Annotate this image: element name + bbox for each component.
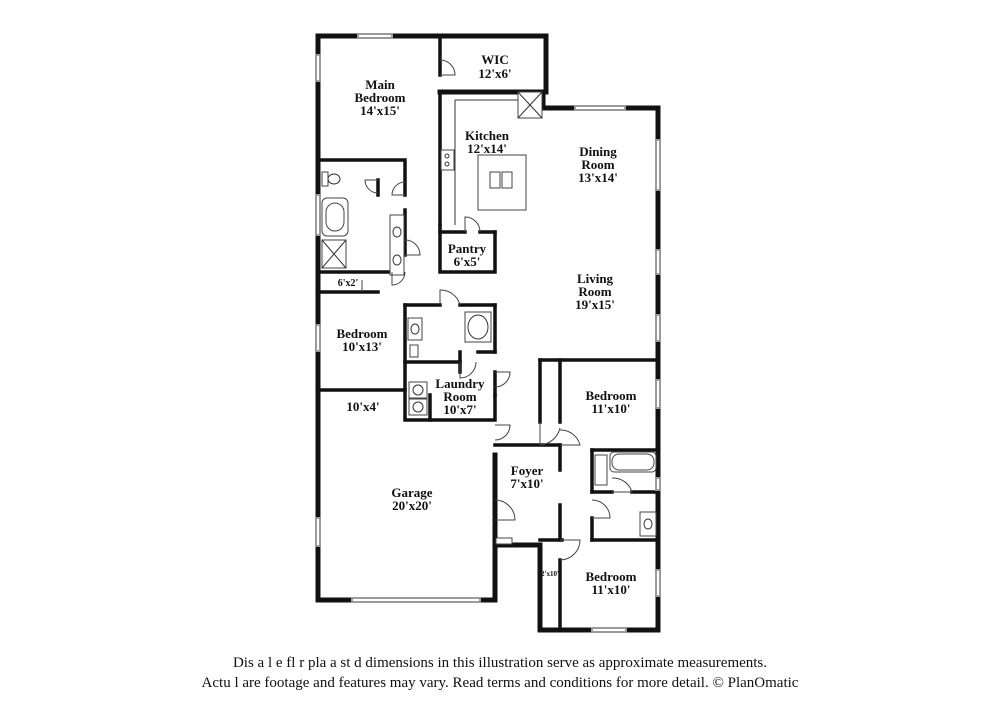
interior-walls	[316, 34, 660, 632]
pantry-name: Pantry	[448, 241, 487, 256]
bedroom-left-dim: 10'x13'	[342, 339, 382, 354]
main-bedroom-name-2: Bedroom	[354, 90, 405, 105]
living-name-1: Living	[577, 271, 614, 286]
laundry-name-2: Room	[443, 389, 476, 404]
bedroom-right-lower-name: Bedroom	[585, 569, 636, 584]
closet-small-dim: 6'x2'	[338, 278, 359, 289]
wic-dim: 12'x6'	[478, 66, 511, 81]
main-bedroom-dim: 14'x15'	[360, 103, 400, 118]
disclaimer-line-2: Actu l are footage and features may vary…	[201, 675, 799, 691]
garage-name: Garage	[391, 485, 432, 500]
bedroom-right-lower-dim: 11'x10'	[591, 582, 630, 597]
disclaimer-line-1: Dis a l e fl r pla a st d dimensions in …	[232, 655, 768, 671]
storage-dim: 10'x4'	[346, 399, 379, 414]
foyer-dim: 7'x10'	[510, 476, 543, 491]
kitchen-name: Kitchen	[465, 128, 510, 143]
doors	[361, 59, 633, 561]
bedroom-right-upper-dim: 11'x10'	[591, 401, 630, 416]
dining-dim: 13'x14'	[578, 170, 618, 185]
bedroom-right-upper-name: Bedroom	[585, 388, 636, 403]
room-labels: WIC 12'x6' Main Bedroom 14'x15' Kitchen …	[336, 52, 636, 597]
dining-name-2: Room	[581, 157, 614, 172]
laundry-name-1: Laundry	[435, 376, 485, 391]
laundry-dim: 10'x7'	[443, 402, 476, 417]
bedroom-left-name: Bedroom	[336, 326, 387, 341]
main-bedroom-name-1: Main	[365, 77, 395, 92]
living-name-2: Room	[578, 284, 611, 299]
garage-dim: 20'x20'	[392, 498, 432, 513]
living-dim: 19'x15'	[575, 297, 615, 312]
wic-name: WIC	[481, 52, 508, 67]
dining-name-1: Dining	[579, 144, 617, 159]
floor-plan: WIC 12'x6' Main Bedroom 14'x15' Kitchen …	[315, 33, 661, 633]
fixtures	[321, 91, 657, 545]
kitchen-dim: 12'x14'	[467, 141, 507, 156]
closet-tiny-dim: 2'x10'	[541, 570, 559, 578]
foyer-name: Foyer	[511, 463, 544, 478]
pantry-dim: 6'x5'	[454, 254, 481, 269]
windows	[315, 33, 661, 633]
